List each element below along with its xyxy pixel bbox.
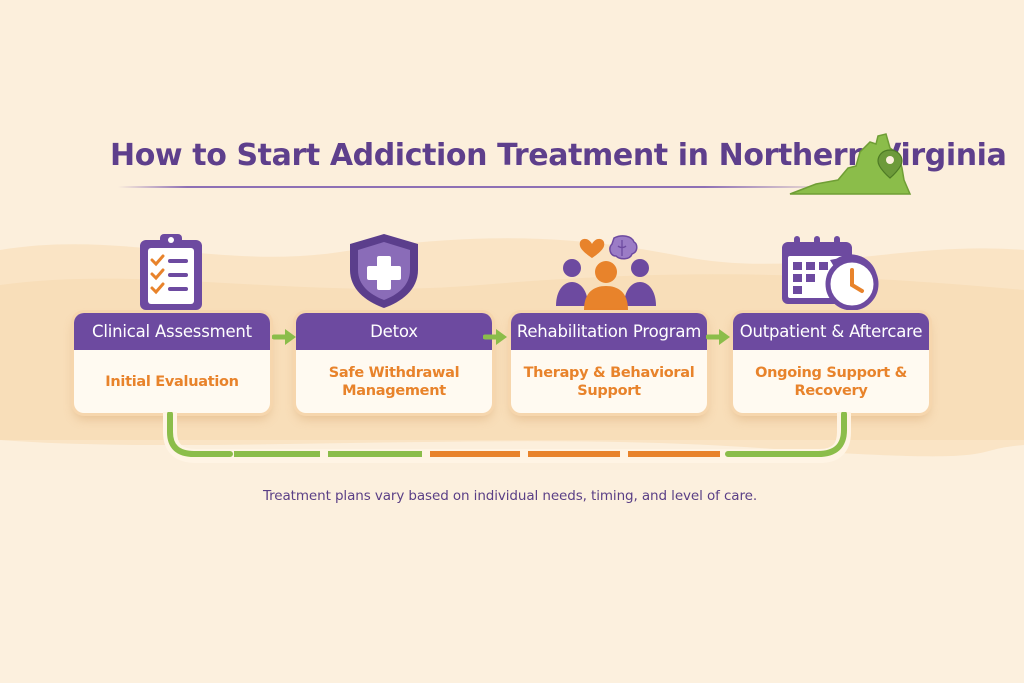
group-heart-brain-icon (556, 235, 656, 310)
calendar-clock-icon (782, 236, 879, 311)
step-card-rehabilitation-program: Rehabilitation Program Therapy & Behavio… (511, 313, 707, 413)
right-arrow-icon (272, 329, 296, 345)
location-pin-icon (877, 149, 903, 179)
step-card-clinical-assessment: Clinical Assessment Initial Evaluation (74, 313, 270, 413)
page-title: How to Start Addiction Treatment in Nort… (110, 138, 1007, 173)
step-card-outpatient-aftercare: Outpatient & Aftercare Ongoing Support &… (733, 313, 929, 413)
right-arrow-icon (483, 329, 507, 345)
step-detail: Ongoing Support & Recovery (755, 364, 907, 399)
shield-cross-icon (350, 234, 418, 308)
virginia-map-icon (789, 133, 912, 195)
step-detail: Safe Withdrawal Management (328, 364, 460, 399)
step-detail: Initial Evaluation (105, 373, 239, 390)
step-card-detox: Detox Safe Withdrawal Management (296, 313, 492, 413)
footnote: Treatment plans vary based on individual… (262, 488, 758, 504)
step-title: Clinical Assessment (74, 313, 270, 350)
title-divider (118, 186, 808, 188)
step-detail: Therapy & Behavioral Support (523, 364, 695, 399)
step-title: Rehabilitation Program (511, 313, 707, 350)
progress-track (163, 412, 851, 463)
step-title: Detox (296, 313, 492, 350)
step-title: Outpatient & Aftercare (733, 313, 929, 350)
clipboard-checklist-icon (140, 234, 202, 310)
right-arrow-icon (706, 329, 730, 345)
